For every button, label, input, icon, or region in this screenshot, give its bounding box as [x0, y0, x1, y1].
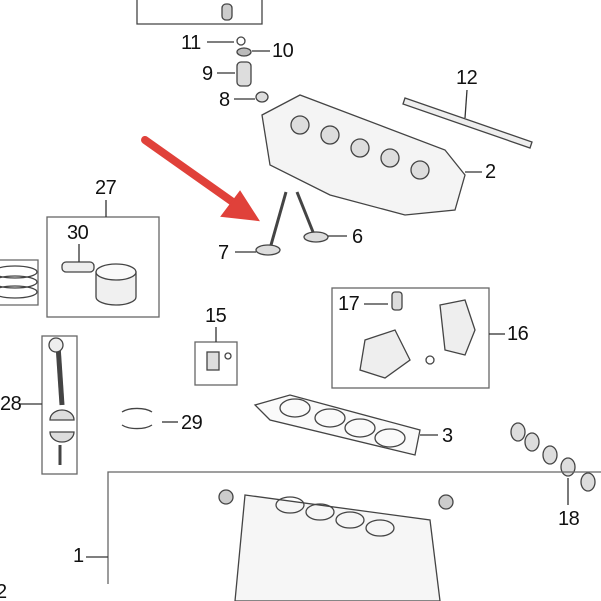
- valve-spring-part: [221, 3, 233, 21]
- red-arrow-pointer: [141, 136, 260, 222]
- bracket-box: [331, 287, 490, 389]
- callout-18: 18: [558, 508, 580, 530]
- exhaust-valve-part: [303, 231, 329, 243]
- callout-30: 30: [67, 222, 89, 244]
- callout-27: 27: [95, 177, 117, 199]
- callout-8: 8: [219, 89, 230, 111]
- callout-10: 10: [272, 40, 294, 62]
- rocker-shaft-part: [402, 97, 533, 149]
- callout-15: 15: [205, 305, 227, 327]
- callout-edge-partial: 2: [0, 581, 7, 601]
- callout-29: 29: [181, 412, 203, 434]
- callout-28: 28: [0, 393, 22, 415]
- piston-box: [46, 216, 160, 318]
- spring-retainer-part: [236, 47, 252, 57]
- engine-block-box: [107, 471, 601, 584]
- callout-17: 17: [338, 293, 360, 315]
- piston-pin-part: [61, 261, 95, 273]
- connecting-rod-box: [41, 335, 78, 475]
- callout-6: 6: [352, 226, 363, 248]
- valve-keeper-part: [236, 36, 246, 46]
- intake-valve-part: [255, 244, 281, 256]
- piston-rings-box: [0, 259, 39, 306]
- callout-1: 1: [73, 545, 84, 567]
- top-parts-box: [136, 0, 263, 25]
- engine-block-part: [234, 494, 441, 601]
- callout-12: 12: [456, 67, 478, 89]
- camshaft-part: [510, 422, 596, 492]
- piston-part: [95, 271, 137, 306]
- callout-2: 2: [485, 161, 496, 183]
- valve-seal-part: [255, 91, 269, 103]
- callout-7: 7: [218, 242, 229, 264]
- callout-9: 9: [202, 63, 213, 85]
- callout-16: 16: [507, 323, 529, 345]
- callout-3: 3: [442, 425, 453, 447]
- head-gasket-part: [253, 394, 421, 456]
- callout-11: 11: [181, 32, 201, 54]
- valve-spring-part-9: [236, 61, 252, 87]
